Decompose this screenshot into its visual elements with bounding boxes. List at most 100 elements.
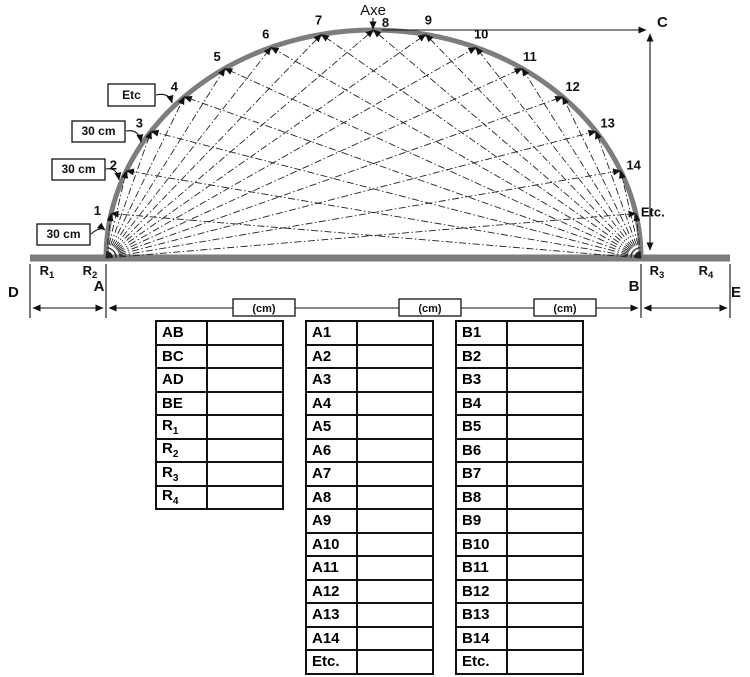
cm-unit-box-2: (cm) xyxy=(398,298,462,317)
label-cell: A9 xyxy=(305,508,358,534)
label-cell: B4 xyxy=(455,390,508,416)
fan-line-from-a xyxy=(105,47,477,259)
arc-point-label: Etc. xyxy=(641,205,665,220)
value-cell xyxy=(506,461,584,487)
cm-unit-label-2: (cm) xyxy=(418,303,442,315)
spacing-annotation-1: 30 cm xyxy=(71,120,144,143)
fan-line-from-a xyxy=(105,168,622,259)
cm-unit-box-3: (cm) xyxy=(533,298,597,317)
arc-point-label: 6 xyxy=(262,26,269,41)
table-row: B8 xyxy=(455,484,584,510)
label-cell: B8 xyxy=(455,484,508,510)
fan-line-from-a xyxy=(105,129,597,259)
value-cell xyxy=(506,320,584,346)
value-cell xyxy=(356,343,434,369)
table-row: B13 xyxy=(455,602,584,628)
arc-point-label: 14 xyxy=(626,157,641,172)
value-cell xyxy=(356,508,434,534)
value-cell xyxy=(356,555,434,581)
value-cell xyxy=(356,367,434,393)
fan-line-from-a xyxy=(105,34,427,259)
table-row: B14 xyxy=(455,625,584,651)
label-cell: BC xyxy=(155,343,208,369)
table-row: A8 xyxy=(305,484,434,510)
value-cell xyxy=(506,390,584,416)
arc-point-label: 4 xyxy=(171,79,179,94)
point-d-label: D xyxy=(8,284,19,301)
value-cell xyxy=(206,367,284,393)
label-cell: R1 xyxy=(155,414,208,440)
fan-line-from-a xyxy=(105,170,129,259)
arc-point-label: 5 xyxy=(213,49,220,64)
table-row: A2 xyxy=(305,343,434,369)
point-e-label: E xyxy=(731,284,741,301)
fan-line-from-a xyxy=(105,67,226,259)
value-cell xyxy=(356,461,434,487)
label-cell: R4 xyxy=(155,484,208,510)
r4-label: R4 xyxy=(699,263,714,281)
table-row: A13 xyxy=(305,602,434,628)
axe-label: Axe xyxy=(360,2,386,19)
value-cell xyxy=(506,414,584,440)
table-row: B12 xyxy=(455,578,584,604)
spacing-arrow-3 xyxy=(90,222,106,235)
label-cell: B5 xyxy=(455,414,508,440)
fan-line-from-b xyxy=(595,130,642,259)
value-cell xyxy=(506,508,584,534)
fan-line-from-a xyxy=(105,67,523,259)
point-a-label: A xyxy=(94,278,105,295)
etc-annotation-label: Etc xyxy=(122,88,141,102)
table-row: BC xyxy=(155,343,284,369)
table-row: A4 xyxy=(305,390,434,416)
fan-line-from-a xyxy=(105,213,114,259)
spacing-box-1 xyxy=(71,120,126,143)
table-row: A7 xyxy=(305,461,434,487)
fan-line-from-b xyxy=(125,168,642,259)
table-row: A10 xyxy=(305,531,434,557)
r1-label: R1 xyxy=(40,263,55,281)
label-cell: B12 xyxy=(455,578,508,604)
arc-point-label: 3 xyxy=(136,116,143,131)
label-cell: B2 xyxy=(455,343,508,369)
table-row: B10 xyxy=(455,531,584,557)
value-cell xyxy=(356,437,434,463)
spacing-box-3 xyxy=(36,223,91,246)
table-row: A5 xyxy=(305,414,434,440)
value-cell xyxy=(506,437,584,463)
table-row: AD xyxy=(155,367,284,393)
fan-line-from-b xyxy=(475,47,642,259)
arc-point-label: 11 xyxy=(523,49,537,64)
label-cell: R3 xyxy=(155,461,208,487)
table-row: AB xyxy=(155,320,284,346)
table-row: B9 xyxy=(455,508,584,534)
label-cell: A8 xyxy=(305,484,358,510)
table-row: Etc. xyxy=(305,649,434,675)
label-cell: B1 xyxy=(455,320,508,346)
cm-unit-label-1: (cm) xyxy=(252,303,276,315)
arc-point-label: 12 xyxy=(565,79,579,94)
value-cell xyxy=(356,414,434,440)
value-cell xyxy=(206,484,284,510)
table-row: B6 xyxy=(455,437,584,463)
fan-line-from-b xyxy=(183,95,642,259)
label-cell: A10 xyxy=(305,531,358,557)
table-row: BE xyxy=(155,390,284,416)
value-cell xyxy=(506,343,584,369)
fan-line-from-b xyxy=(633,213,642,259)
table-row: B1 xyxy=(455,320,584,346)
label-cell: B6 xyxy=(455,437,508,463)
spacing-label-1: 30 cm xyxy=(81,124,115,138)
table-row: Etc. xyxy=(455,649,584,675)
arc-point-label: 8 xyxy=(382,15,389,30)
label-cell: B10 xyxy=(455,531,508,557)
etc-annotation-arrow xyxy=(155,93,174,104)
value-cell xyxy=(506,602,584,628)
spacing-annotation-3: 30 cm xyxy=(36,222,106,246)
label-cell: R2 xyxy=(155,437,208,463)
table-row: A14 xyxy=(305,625,434,651)
fan-line-from-b xyxy=(320,34,642,259)
